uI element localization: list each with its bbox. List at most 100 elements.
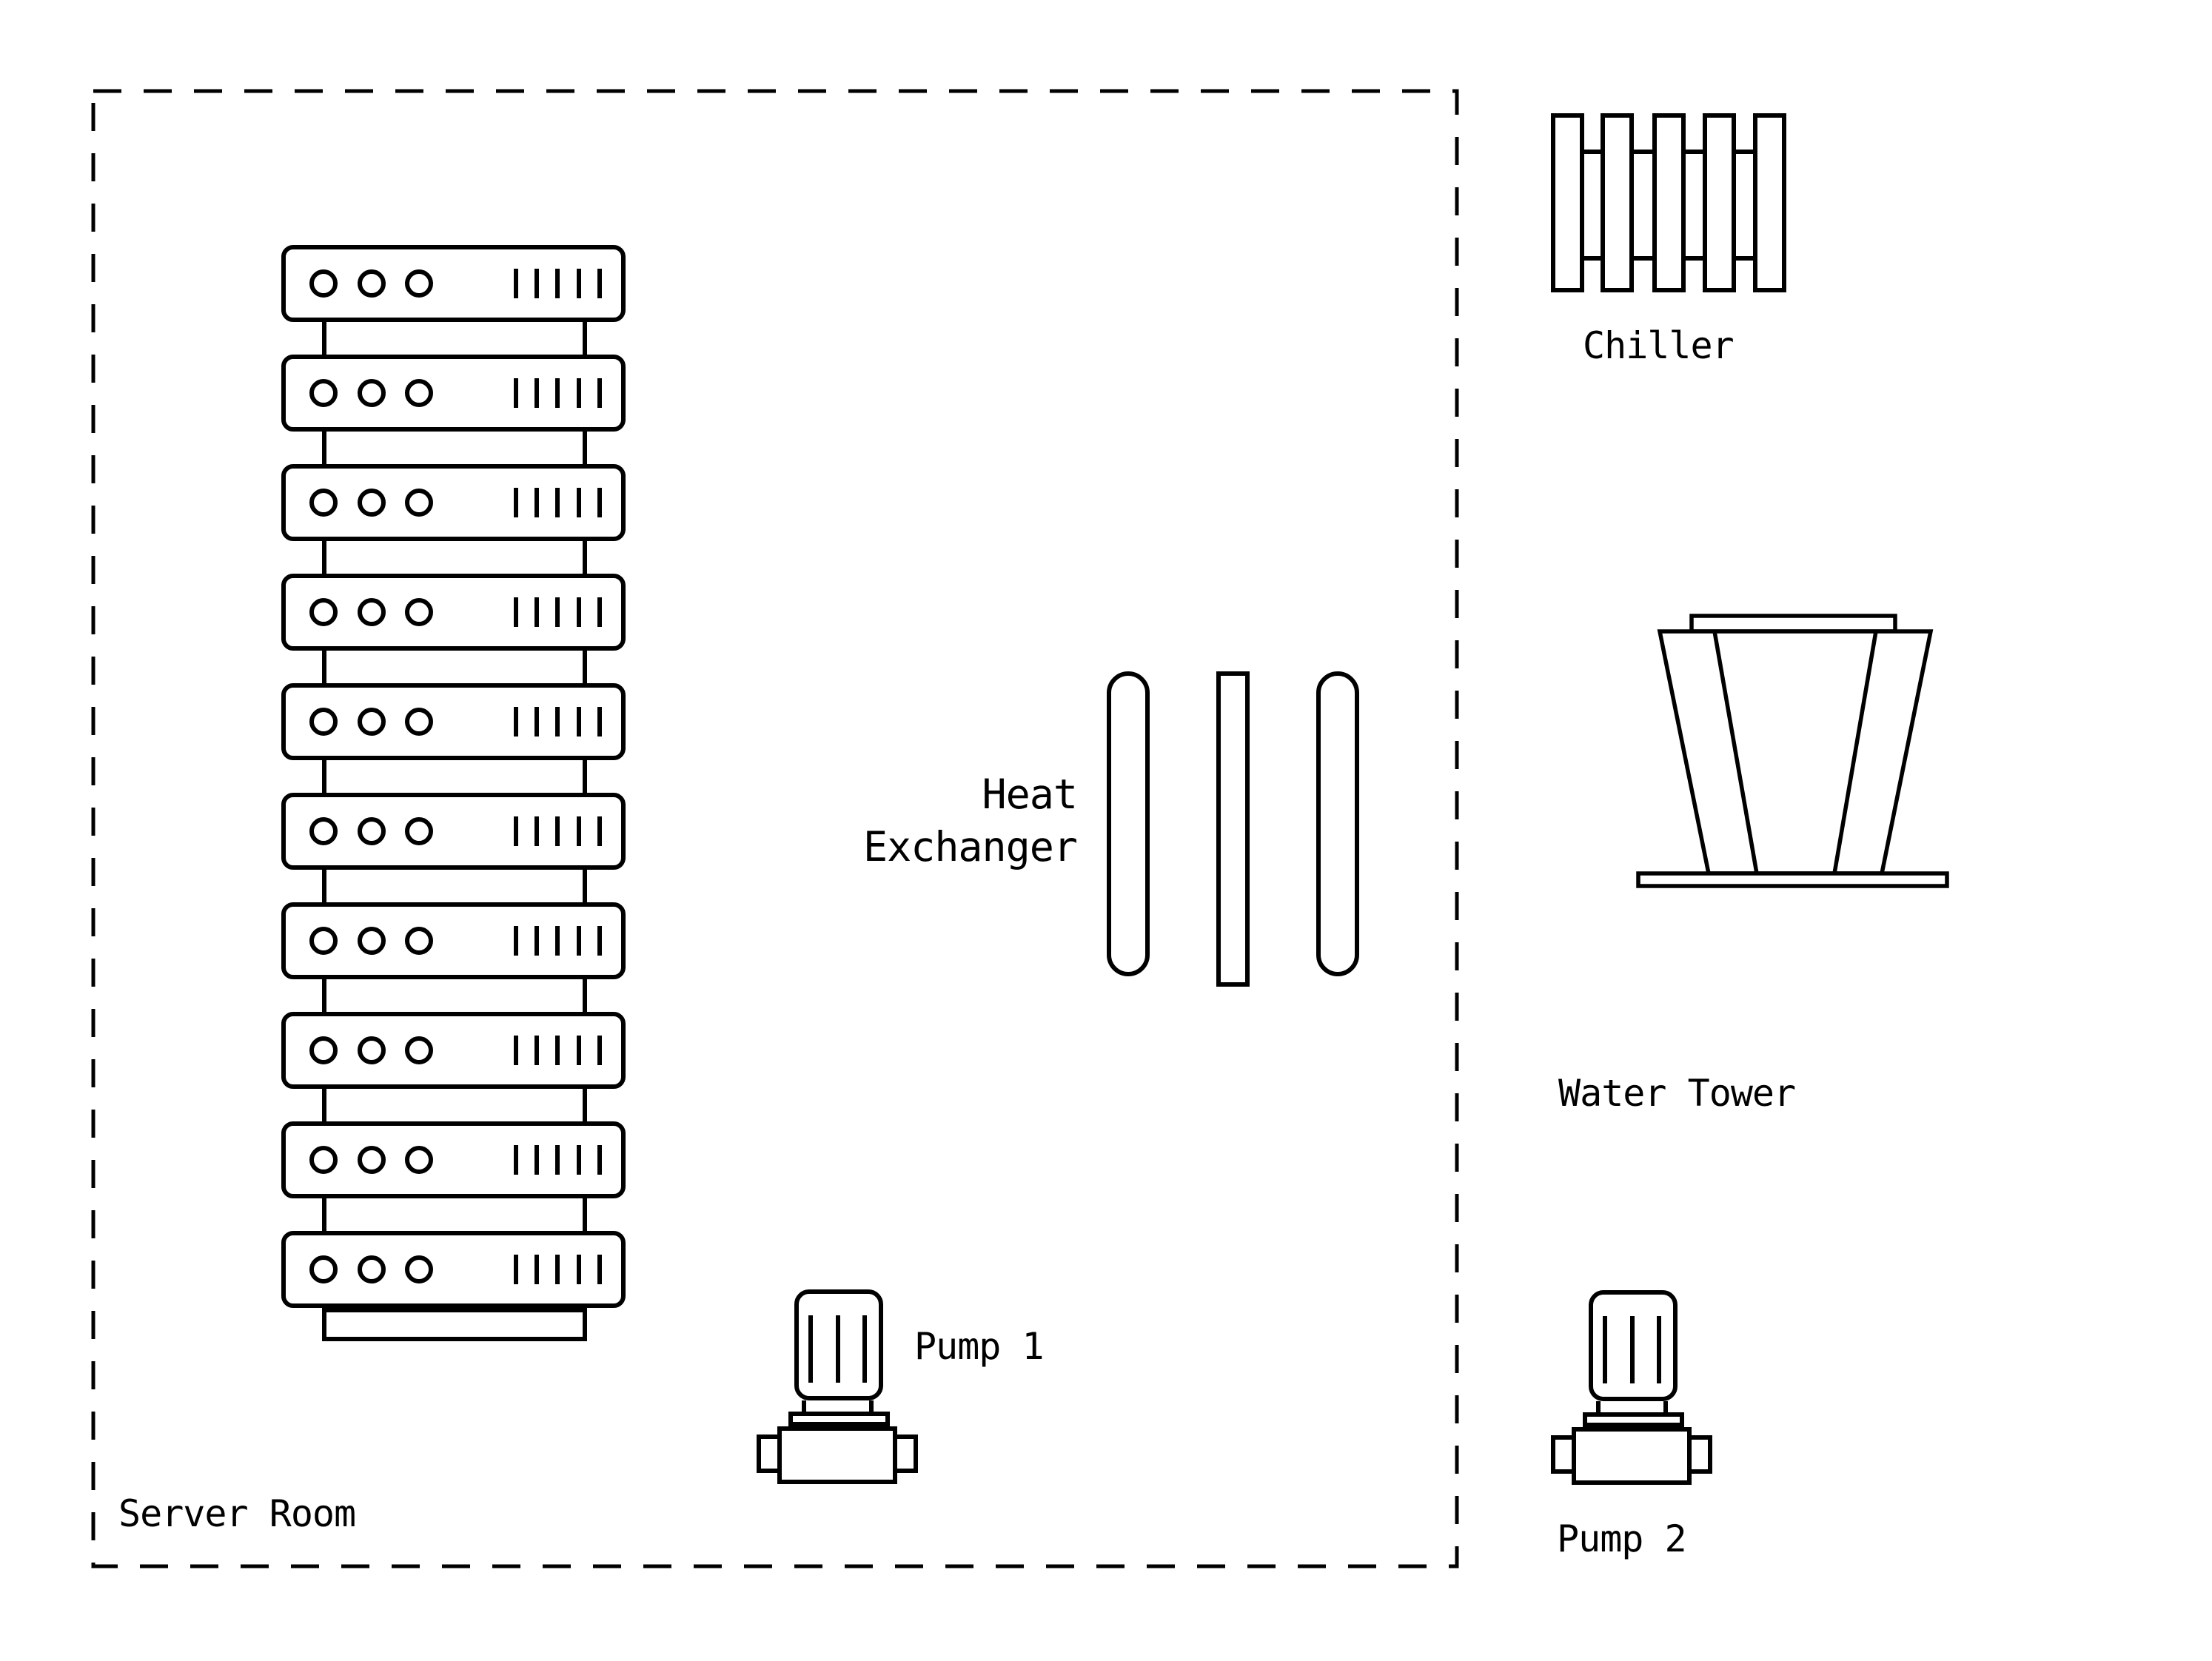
pump-1 xyxy=(757,1289,918,1484)
chiller-connector xyxy=(1632,150,1655,261)
server-unit xyxy=(281,1231,626,1308)
server-vent-line xyxy=(597,1145,602,1175)
chiller-slat xyxy=(1652,113,1686,292)
heat-exchanger xyxy=(1107,671,1359,987)
server-vent-line xyxy=(577,378,581,408)
server-vent-line xyxy=(577,1255,581,1284)
server-vent-line xyxy=(555,816,560,846)
server-unit xyxy=(281,902,626,979)
water-tower-base xyxy=(1636,871,1949,888)
water-tower-rib-right xyxy=(1832,631,1878,874)
server-led xyxy=(358,1036,386,1064)
server-vent-line xyxy=(534,926,539,956)
server-vent-line xyxy=(577,1145,581,1175)
rack-frame-right xyxy=(583,245,587,1308)
pump-motor-vent-line xyxy=(1657,1316,1661,1383)
server-vent-line xyxy=(514,378,518,408)
server-led xyxy=(358,708,386,736)
server-vent-line xyxy=(577,488,581,517)
server-vent-line xyxy=(597,488,602,517)
pump-motor-vent-line xyxy=(808,1315,813,1383)
server-vent-line xyxy=(577,597,581,627)
water-tower xyxy=(1636,614,1949,888)
chiller-label: Chiller xyxy=(1583,324,1735,367)
server-vent-line xyxy=(514,1145,518,1175)
server-vent-line xyxy=(534,816,539,846)
pump-2 xyxy=(1551,1290,1712,1485)
chiller xyxy=(1551,113,1786,292)
server-led xyxy=(309,598,338,626)
server-led xyxy=(358,269,386,298)
server-unit xyxy=(281,1121,626,1198)
server-vent-line xyxy=(555,1145,560,1175)
heat-exchanger-plate-left xyxy=(1107,671,1150,976)
heat-exchanger-plate-middle xyxy=(1216,671,1250,987)
server-led xyxy=(405,1255,433,1284)
server-vent-line xyxy=(514,926,518,956)
server-vent-line xyxy=(534,597,539,627)
server-led xyxy=(358,489,386,517)
server-led xyxy=(405,379,433,407)
server-vent-line xyxy=(597,707,602,736)
server-led xyxy=(358,1146,386,1174)
server-vent-line xyxy=(597,378,602,408)
server-vent-line xyxy=(514,1255,518,1284)
rack-frame-left xyxy=(322,245,326,1308)
server-vent-line xyxy=(514,488,518,517)
server-vent-line xyxy=(555,707,560,736)
server-vent-line xyxy=(555,488,560,517)
chiller-slat xyxy=(1753,113,1786,292)
server-unit xyxy=(281,683,626,760)
chiller-slat xyxy=(1601,113,1634,292)
server-vent-line xyxy=(534,269,539,298)
server-unit xyxy=(281,793,626,870)
server-led xyxy=(309,1255,338,1284)
server-led xyxy=(405,489,433,517)
server-vent-line xyxy=(555,1255,560,1284)
chiller-connector xyxy=(1734,150,1755,261)
pump-1-label: Pump 1 xyxy=(914,1325,1045,1368)
pump-body xyxy=(777,1426,897,1484)
server-led xyxy=(405,817,433,845)
server-vent-line xyxy=(514,597,518,627)
server-led xyxy=(405,1036,433,1064)
server-led xyxy=(358,598,386,626)
server-led xyxy=(309,817,338,845)
server-led xyxy=(309,379,338,407)
server-vent-line xyxy=(534,1036,539,1065)
server-vent-line xyxy=(597,926,602,956)
server-led xyxy=(309,708,338,736)
server-vent-line xyxy=(577,816,581,846)
server-vent-line xyxy=(597,816,602,846)
server-led xyxy=(405,1146,433,1174)
server-vent-line xyxy=(555,378,560,408)
server-unit xyxy=(281,245,626,322)
server-led xyxy=(309,927,338,955)
server-rack-units xyxy=(281,245,626,1308)
chiller-connector xyxy=(1683,150,1705,261)
server-led xyxy=(358,817,386,845)
rack-base xyxy=(322,1308,587,1341)
heat-exchanger-label: Heat Exchanger xyxy=(740,768,1078,873)
server-vent-line xyxy=(514,707,518,736)
server-led xyxy=(309,269,338,298)
heat-exchanger-plate-right xyxy=(1316,671,1359,976)
server-vent-line xyxy=(555,1036,560,1065)
server-room-label: Server Room xyxy=(118,1492,356,1535)
server-led xyxy=(358,1255,386,1284)
server-led xyxy=(405,269,433,298)
heat-exchanger-label-line2: Exchanger xyxy=(862,823,1078,870)
server-vent-line xyxy=(534,1145,539,1175)
server-vent-line xyxy=(534,488,539,517)
server-vent-line xyxy=(514,1036,518,1065)
pump-motor-vent-line xyxy=(1603,1316,1607,1383)
water-tower-body xyxy=(1657,629,1934,876)
pump-motor-vent-line xyxy=(862,1315,867,1383)
server-vent-line xyxy=(555,269,560,298)
server-vent-line xyxy=(534,378,539,408)
server-unit xyxy=(281,464,626,541)
server-vent-line xyxy=(555,597,560,627)
server-vent-line xyxy=(514,816,518,846)
chiller-connector xyxy=(1582,150,1603,261)
